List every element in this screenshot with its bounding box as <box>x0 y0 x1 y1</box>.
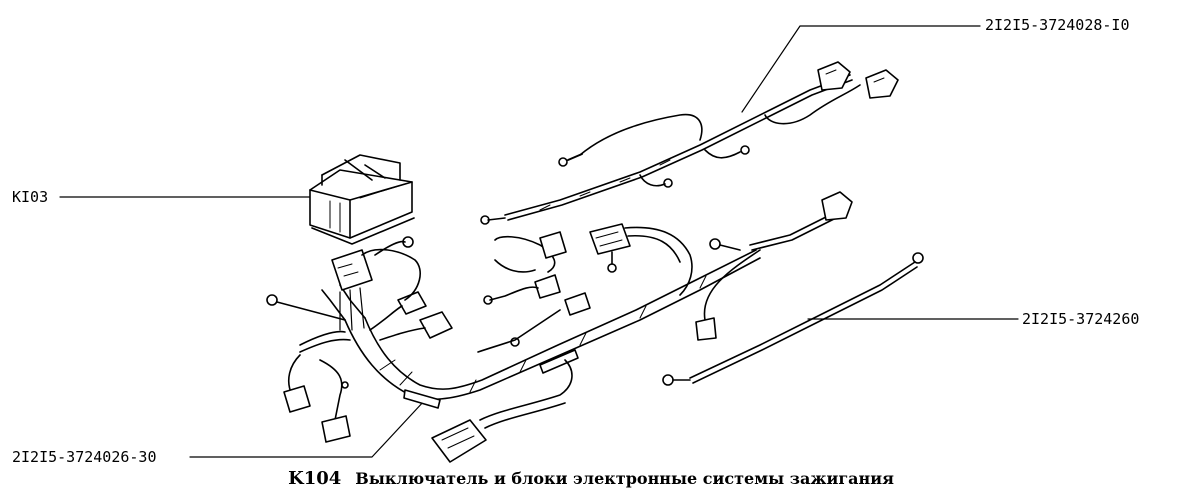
main-harness <box>266 223 761 463</box>
ignition-module <box>309 154 415 245</box>
leader-upper-harness <box>741 25 981 113</box>
callout-upper-harness: 2I2I5-3724028-I0 <box>985 16 1130 34</box>
upper-harness <box>480 61 899 225</box>
caption-code: K104 <box>288 468 342 489</box>
callout-ki03: KI03 <box>12 188 49 206</box>
callout-lower-right-harness: 2I2I5-3724260 <box>1022 310 1140 328</box>
figure-caption: K104 Выключатель и блоки электронные сист… <box>0 468 1182 489</box>
right-harness <box>662 191 924 386</box>
callout-main-harness: 2I2I5-3724026-30 <box>12 448 157 466</box>
leader-lines <box>59 25 1019 458</box>
leader-main-harness <box>189 399 426 458</box>
caption-title: Выключатель и блоки электронные системы … <box>355 469 894 488</box>
